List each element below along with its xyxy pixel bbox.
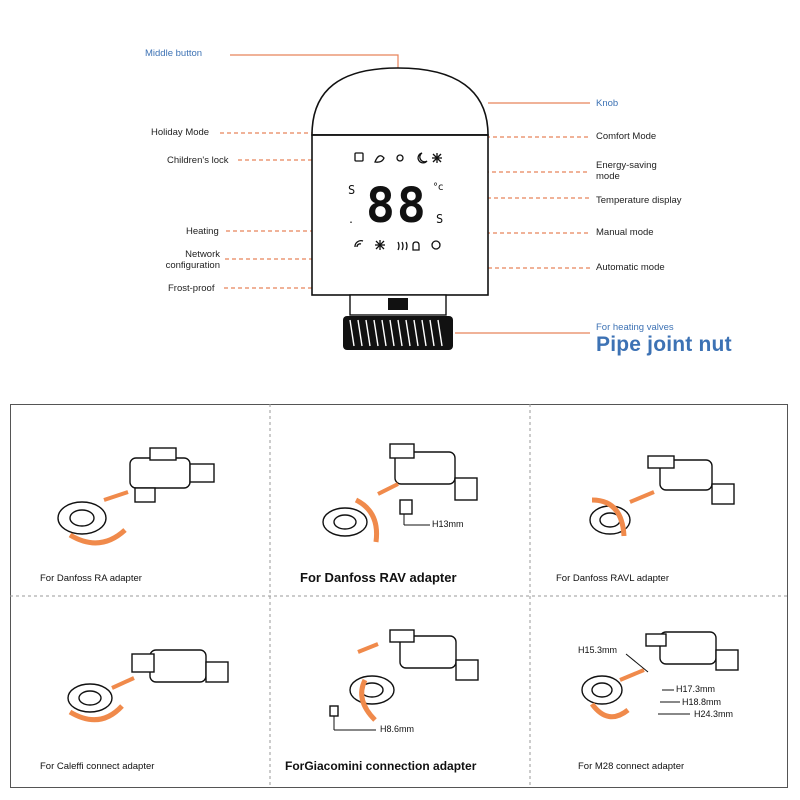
adapter-illustration-4 [67,649,229,723]
caption-danfoss-ra: For Danfoss RA adapter [40,573,142,584]
label-network-line1: Network [185,249,220,260]
measure-h24-3: H24.3mm [694,709,734,719]
wifi-icon [354,240,364,248]
adapter-illustration-3 [589,455,735,537]
label-pipe-sub: For heating valves [596,322,674,333]
auto-icon [431,240,441,250]
lock-icon [354,152,364,162]
measure-h13: H13mm [432,519,464,529]
label-temperature-display: Temperature display [596,195,682,206]
nut-ribs [349,319,443,347]
label-holiday-mode: Holiday Mode [151,127,210,138]
label-middle-button: Middle button [145,48,203,59]
label-knob: Knob [596,98,619,109]
frost-icon [375,240,385,250]
label-automatic-mode: Automatic mode [596,262,665,273]
display-s-left: S [348,183,355,197]
label-comfort-mode: Comfort Mode [596,131,657,142]
label-energy-saving-mode: Energy-saving mode [596,160,657,182]
measure-h15-3: H15.3mm [578,645,618,655]
svg-text:.: . [348,215,354,226]
moon-icon [417,152,428,164]
sun-icon [396,154,404,162]
measure-h17-3: H17.3mm [676,684,716,694]
status-icons-top [354,152,442,164]
measure-h8-6: H8.6mm [380,724,415,734]
caption-m28: For M28 connect adapter [578,761,685,772]
label-network-line2: configuration [165,260,220,271]
label-heating: Heating [186,226,219,237]
display-unit: °c [433,182,444,193]
knob-dome [311,67,489,136]
adapter-illustration-1 [57,447,215,546]
caption-giacomini: ForGiacomini connection adapter [285,759,477,773]
label-frost-proof: Frost-proof [168,283,215,294]
holiday-icon [374,155,385,163]
adapter-illustration-6 [581,631,739,720]
label-childrens-lock: Children's lock [167,155,229,166]
heating-icon [397,241,408,251]
label-manual-mode: Manual mode [596,227,654,238]
thermostat-diagram: S 88 °c S . [220,54,590,350]
snowflake-icon [432,153,442,163]
label-pipe-joint-nut: Pipe joint nut [596,333,732,356]
temperature-display: S 88 °c S . [348,178,444,234]
caption-danfoss-ravl: For Danfoss RAVL adapter [556,573,669,584]
label-network-configuration: Network configuration [140,249,220,271]
hand-icon [412,241,420,251]
adapter-illustration-5 [329,629,479,731]
label-energy-line1: Energy-saving [596,160,657,171]
label-energy-line2: mode [596,171,620,182]
adapter-illustration-2 [322,443,478,543]
caption-danfoss-rav: For Danfoss RAV adapter [300,570,457,585]
grid-lines [10,404,788,788]
measure-h18-8: H18.8mm [682,697,722,707]
caption-caleffi: For Caleffi connect adapter [40,761,155,772]
status-icons-bottom [354,240,441,251]
display-s-right: S [436,212,443,226]
display-digits: 88 [366,178,428,234]
